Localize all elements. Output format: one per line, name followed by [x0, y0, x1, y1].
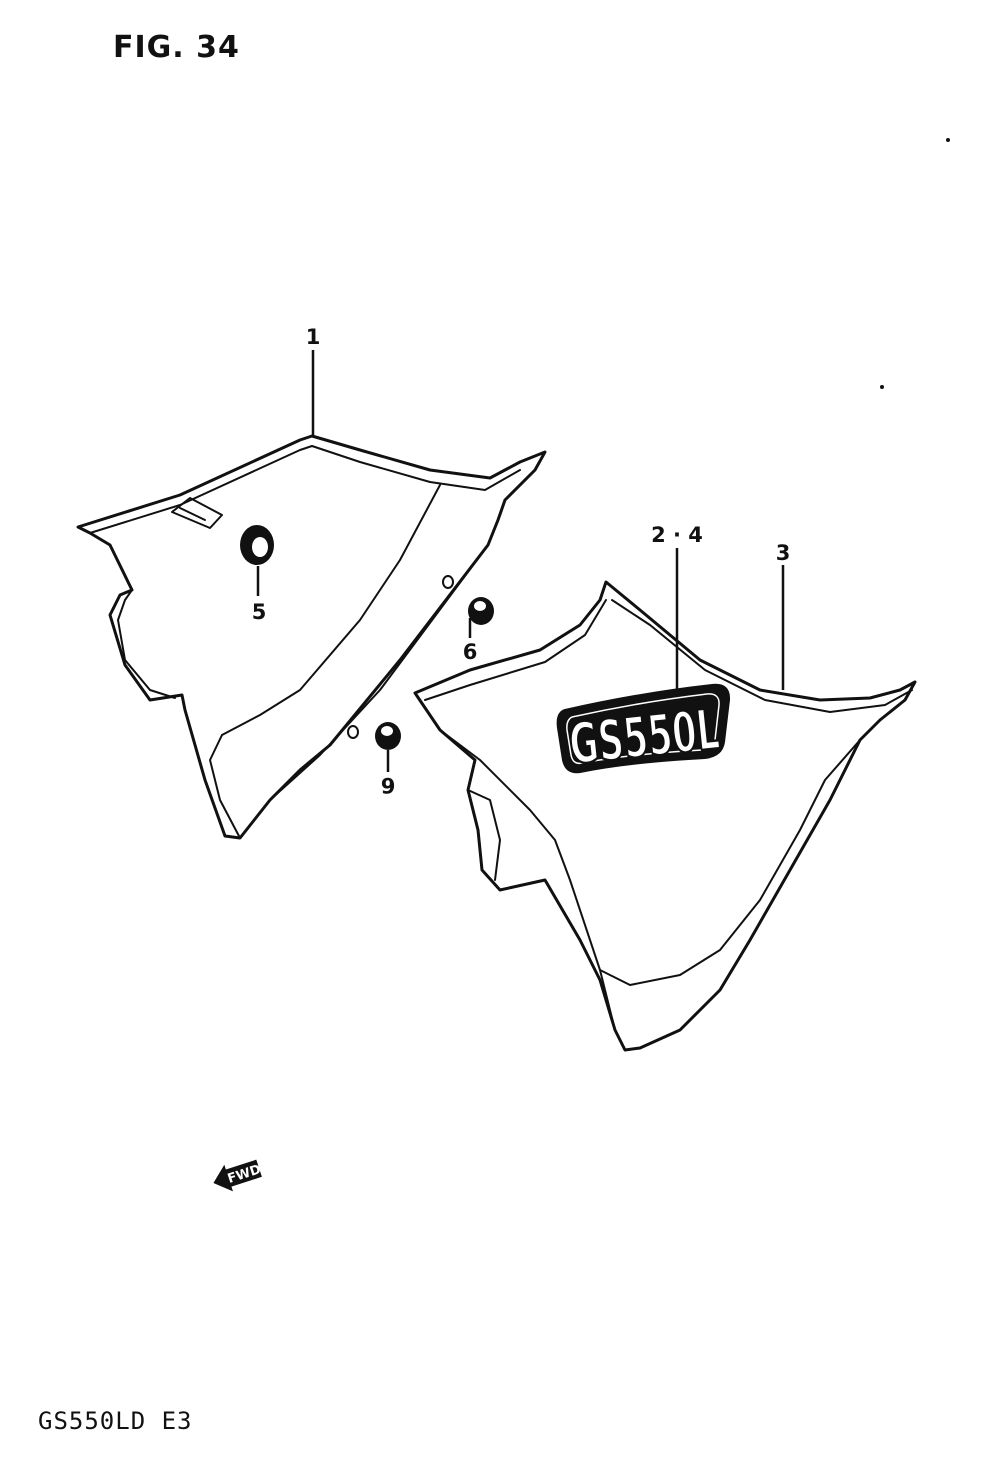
forward-direction-arrow: FWD [213, 1159, 263, 1192]
speck [946, 138, 950, 142]
figure-title: FIG. 34 [113, 30, 240, 65]
frame-cover-right: GS550L [413, 580, 917, 1052]
callout-6-upper: 6 [463, 640, 478, 664]
emblem-gs550l: GS550L [556, 683, 731, 779]
fwd-label: FWD [226, 1162, 263, 1187]
callout-6-lower: 6 [381, 773, 396, 797]
callout-1: 1 [306, 325, 321, 349]
cushion-6-upper [468, 597, 494, 625]
frame-cover-left [76, 434, 547, 840]
cushion-6-lower [375, 722, 401, 750]
speck [880, 385, 884, 389]
model-code: GS550LD E3 [38, 1407, 193, 1435]
grommet-5 [240, 525, 274, 565]
callout-2-4: 2 · 4 [651, 523, 703, 547]
callout-3: 3 [776, 541, 791, 565]
callout-5: 5 [252, 600, 267, 624]
